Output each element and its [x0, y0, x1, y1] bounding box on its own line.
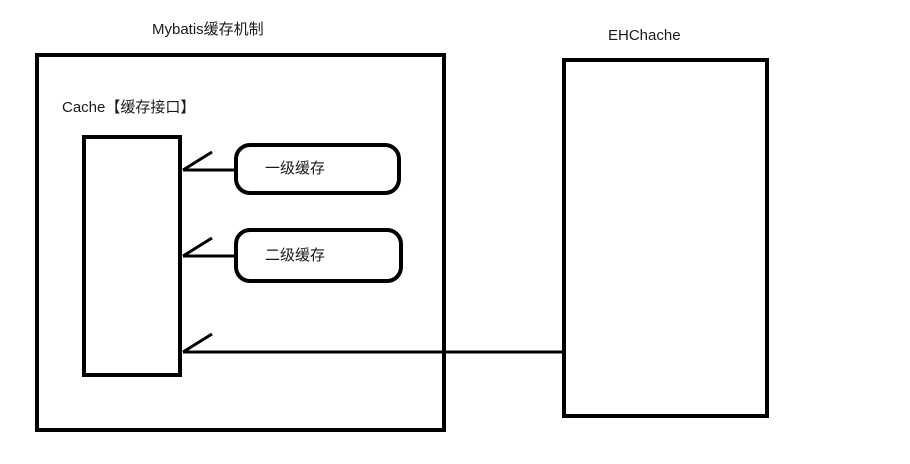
first-level-cache-rect: [234, 143, 401, 195]
first-level-cache-label: 一级缓存: [265, 160, 326, 177]
ehcache-container-rect: [562, 58, 769, 418]
cache-interface-label: Cache【缓存接口】: [62, 99, 196, 116]
second-level-cache-label: 二级缓存: [265, 247, 326, 264]
cache-interface-rect: [82, 135, 182, 377]
ehcache-title-label: EHChache: [608, 27, 681, 44]
mybatis-title-label: Mybatis缓存机制: [152, 21, 264, 38]
connector-cache-to-first-level: [182, 150, 234, 172]
connector-cache-to-ehcache: [182, 332, 562, 354]
second-level-cache-rect: [234, 228, 403, 283]
connector-cache-to-second-level: [182, 236, 234, 258]
